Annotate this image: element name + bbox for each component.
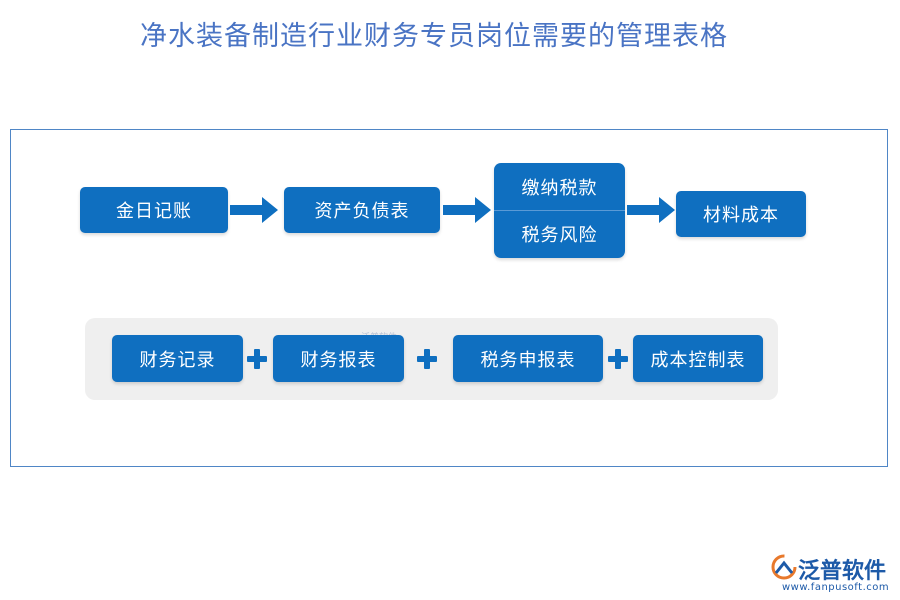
tax-group-divider xyxy=(494,210,625,211)
component-financial-records: 财务记录 xyxy=(112,335,243,382)
flow-step-cash-journal: 金日记账 xyxy=(80,187,228,233)
component-cost-control: 成本控制表 xyxy=(633,335,763,382)
flow-step-material-cost: 材料成本 xyxy=(676,191,806,237)
component-financial-statements: 财务报表 xyxy=(273,335,404,382)
plus-icon xyxy=(247,349,267,369)
component-tax-return: 税务申报表 xyxy=(453,335,603,382)
logo-mark-icon xyxy=(771,554,797,580)
flow-arrow-1 xyxy=(230,197,278,223)
logo-name: 泛普软件 xyxy=(798,559,887,584)
flow-step-tax-risk: 税务风险 xyxy=(521,225,598,246)
flow-arrow-2 xyxy=(443,197,491,223)
logo-url: www.fanpusoft.com xyxy=(782,582,890,593)
brand-logo: 泛普软件 www.fanpusoft.com xyxy=(770,553,894,595)
flow-step-tax-payment: 缴纳税款 xyxy=(521,178,598,199)
flow-arrow-3 xyxy=(627,197,675,223)
page-title: 净水装备制造行业财务专员岗位需要的管理表格 xyxy=(140,21,728,52)
flow-step-balance-sheet: 资产负债表 xyxy=(284,187,440,233)
plus-icon xyxy=(417,349,437,369)
diagram-frame xyxy=(10,129,888,467)
plus-icon xyxy=(608,349,628,369)
